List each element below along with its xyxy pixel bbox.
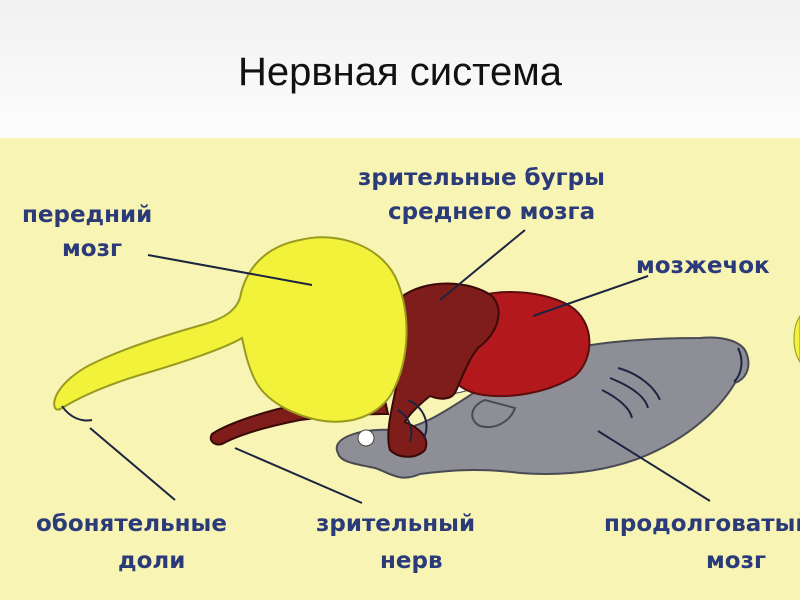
label-olfactory-line-2: доли (118, 548, 185, 574)
label-forebrain-line-2: мозг (62, 236, 122, 262)
medulla-ridge (733, 347, 743, 383)
brain-diagram-canvas: передний мозг зрительные бугры среднего … (0, 138, 800, 600)
cerebellum-leader-line (532, 275, 649, 317)
label-optic-nerve-line-2: нерв (380, 548, 443, 574)
forebrain-shape (53, 236, 408, 423)
label-optic-nerve-line-1: зрительный (316, 511, 475, 537)
label-medulla-line-1: продолговатый (604, 511, 800, 537)
midbrain-fold (407, 399, 428, 439)
label-medulla-line-2: мозг (706, 548, 766, 574)
medulla-ridge (601, 389, 633, 419)
olfactory-leader-line (89, 427, 176, 501)
white-patch (357, 429, 375, 447)
medulla-leader-line (597, 430, 711, 502)
label-midbrain-line-1: зрительные бугры (358, 165, 605, 191)
forebrain-leader-line (147, 254, 313, 286)
midbrain-fold (397, 409, 413, 443)
medulla-knob (471, 398, 517, 428)
midbrain-leader-line (439, 229, 526, 301)
optic-nerve-leader-line (234, 447, 363, 504)
medulla-ridge (617, 367, 661, 401)
label-midbrain-line-2: среднего мозга (388, 199, 595, 225)
slide-header: Нервная система (0, 0, 800, 138)
slide-title: Нервная система (238, 50, 562, 94)
medulla-shape (335, 336, 750, 479)
label-olfactory-line-1: обонятельные (36, 511, 227, 537)
medulla-ridge (609, 377, 649, 409)
label-forebrain-line-1: передний (22, 202, 152, 228)
brain-diagram: передний мозг зрительные бугры среднего … (0, 138, 800, 600)
olfactory-tip (61, 405, 93, 422)
label-cerebellum: мозжечок (636, 253, 770, 279)
